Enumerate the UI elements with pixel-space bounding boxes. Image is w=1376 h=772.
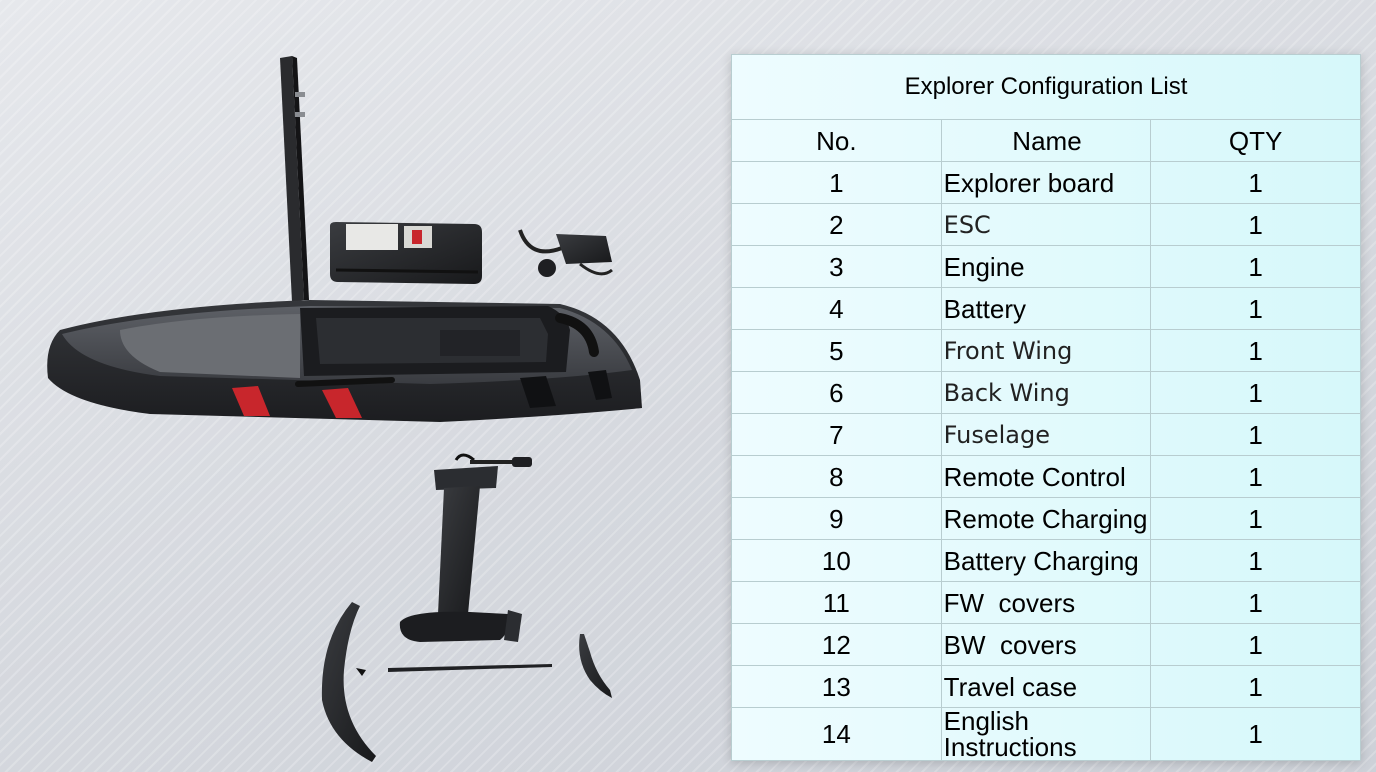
row-no: 8 <box>731 455 942 498</box>
table-row: 6 Back Wing 1 <box>731 371 1361 414</box>
table-row: 11 FW covers 1 <box>731 581 1361 624</box>
row-qty: 1 <box>1150 581 1361 624</box>
table-row: 8 Remote Control 1 <box>731 455 1361 498</box>
row-no: 11 <box>731 581 942 624</box>
table-row: 13 Travel case 1 <box>731 665 1361 708</box>
row-qty: 1 <box>1150 707 1361 761</box>
row-no: 9 <box>731 497 942 540</box>
table-row: 3 Engine 1 <box>731 245 1361 288</box>
row-qty: 1 <box>1150 623 1361 666</box>
row-qty: 1 <box>1150 539 1361 582</box>
configuration-table: Explorer Configuration List No. Name QTY… <box>731 54 1361 761</box>
row-name: ESC <box>940 203 1152 246</box>
row-name: FW covers <box>940 581 1152 624</box>
row-name: Back Wing <box>940 371 1152 414</box>
row-no: 12 <box>731 623 942 666</box>
row-no: 13 <box>731 665 942 708</box>
row-qty: 1 <box>1150 203 1361 246</box>
table-row: 2 ESC 1 <box>731 203 1361 246</box>
header-name: Name <box>940 119 1152 162</box>
row-name: Battery Charging <box>940 539 1152 582</box>
esc-icon <box>518 229 613 277</box>
table-header-row: No. Name QTY <box>731 119 1361 162</box>
row-name: Remote Charging <box>940 497 1152 540</box>
row-name: Remote Control <box>940 455 1152 498</box>
table-row: 5 Front Wing 1 <box>731 329 1361 372</box>
row-name: Explorer board <box>940 161 1152 204</box>
table-row: 1 Explorer board 1 <box>731 161 1361 204</box>
row-qty: 1 <box>1150 329 1361 372</box>
efoil-board-illustration <box>47 56 642 762</box>
row-name: Engine <box>940 245 1152 288</box>
row-no: 10 <box>731 539 942 582</box>
row-no: 1 <box>731 161 942 204</box>
row-name: BW covers <box>940 623 1152 666</box>
table-row: 7 Fuselage 1 <box>731 413 1361 456</box>
row-qty: 1 <box>1150 371 1361 414</box>
row-name: Front Wing <box>940 329 1152 372</box>
row-no: 2 <box>731 203 942 246</box>
back-wing-icon <box>579 634 612 698</box>
mast-icon <box>399 453 532 642</box>
row-no: 5 <box>731 329 942 372</box>
row-name: Travel case <box>940 665 1152 708</box>
table-title: Explorer Configuration List <box>731 54 1361 120</box>
header-no: No. <box>731 119 942 162</box>
row-name: Battery <box>940 287 1152 330</box>
row-qty: 1 <box>1150 245 1361 288</box>
table-row: 14 English Instructions 1 <box>731 707 1361 761</box>
row-name: Fuselage <box>940 413 1152 456</box>
fuselage-icon <box>388 664 552 672</box>
row-qty: 1 <box>1150 287 1361 330</box>
front-wing-icon <box>321 602 376 762</box>
row-qty: 1 <box>1150 413 1361 456</box>
row-no: 7 <box>731 413 942 456</box>
board-hull-icon <box>47 300 642 422</box>
row-name: English Instructions <box>940 707 1152 761</box>
row-no: 3 <box>731 245 942 288</box>
row-qty: 1 <box>1150 161 1361 204</box>
header-qty: QTY <box>1150 119 1361 162</box>
table-row: 9 Remote Charging 1 <box>731 497 1361 540</box>
row-no: 4 <box>731 287 942 330</box>
row-no: 14 <box>731 707 942 761</box>
mast-plate-icon <box>280 56 309 302</box>
row-no: 6 <box>731 371 942 414</box>
row-qty: 1 <box>1150 665 1361 708</box>
table-row: 4 Battery 1 <box>731 287 1361 330</box>
row-qty: 1 <box>1150 497 1361 540</box>
table-row: 12 BW covers 1 <box>731 623 1361 666</box>
table-row: 10 Battery Charging 1 <box>731 539 1361 582</box>
row-qty: 1 <box>1150 455 1361 498</box>
battery-icon <box>330 222 482 284</box>
